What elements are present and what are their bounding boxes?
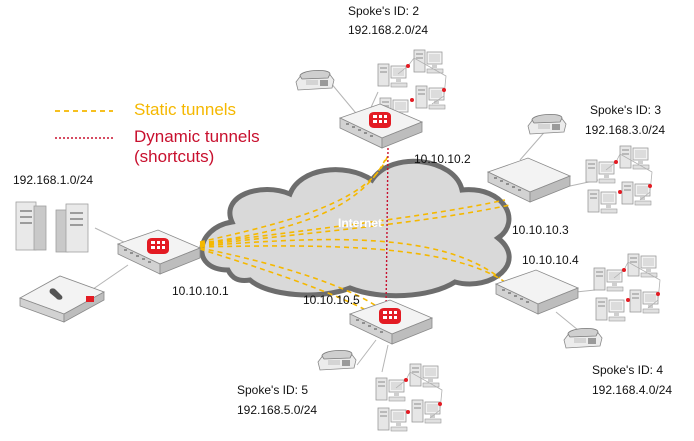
spoke5-ip-label: 10.10.10.5 (303, 293, 360, 307)
spoke3-id-label: Spoke's ID: 3 (590, 103, 661, 117)
spoke5-subnet-label: 192.168.5.0/24 (237, 403, 318, 417)
spoke5-id-label: Spoke's ID: 5 (237, 383, 308, 397)
spoke2-pcs-icon (377, 49, 447, 122)
spoke3-pcs-icon (585, 145, 653, 214)
dynamic-tunnel (385, 147, 389, 313)
spoke3-subnet-label: 192.168.3.0/24 (585, 123, 666, 137)
hub-voip-appliance-icon (19, 275, 105, 323)
spoke2-phone-icon (295, 69, 335, 91)
spoke4-pcs-icon (593, 253, 661, 322)
spoke4-ip-label: 10.10.10.4 (522, 253, 579, 267)
hub-subnet-label: 192.168.1.0/24 (13, 173, 94, 187)
spoke4-router-icon (495, 269, 579, 315)
spoke2-fortigate-icon (339, 103, 423, 149)
spoke3-phone-icon (527, 113, 567, 135)
legend-dynamic-label: Dynamic tunnels (134, 127, 260, 146)
legend-static-label: Static tunnels (134, 100, 237, 119)
legend-dynamic-sublabel: (shortcuts) (134, 147, 215, 166)
spoke3-router-icon (487, 157, 571, 203)
hub-ip-label: 10.10.10.1 (172, 284, 229, 298)
hub-fortigate-icon (117, 229, 201, 275)
lan-links (79, 81, 599, 373)
spoke2-id-label: Spoke's ID: 2 (348, 4, 419, 18)
spoke4-subnet-label: 192.168.4.0/24 (592, 383, 673, 397)
hub-servers-icon (15, 201, 89, 253)
spoke2-ip-label: 10.10.10.2 (414, 152, 471, 166)
spoke5-pcs-icon (375, 363, 443, 432)
spoke5-phone-icon (317, 349, 357, 371)
spoke4-id-label: Spoke's ID: 4 (592, 363, 663, 377)
spoke2-subnet-label: 192.168.2.0/24 (348, 23, 429, 37)
spoke5-fortigate-icon (349, 299, 433, 345)
spoke3-ip-label: 10.10.10.3 (512, 223, 569, 237)
static-tunnels (199, 154, 511, 316)
spoke4-phone-icon (563, 327, 603, 349)
internet-label: Internet (338, 216, 383, 230)
